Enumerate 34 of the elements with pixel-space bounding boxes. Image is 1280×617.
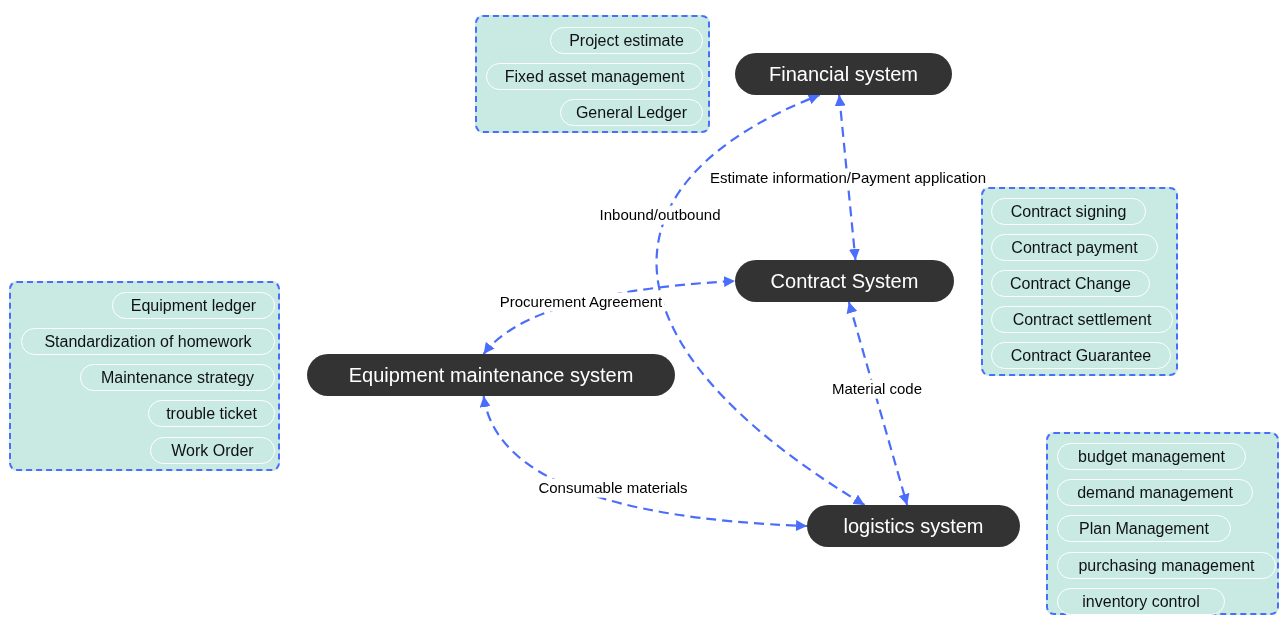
edge-label: Material code [830, 379, 924, 399]
topic-pill: demand management [1057, 479, 1253, 506]
topic-pill: Fixed asset management [486, 63, 703, 90]
group-panel [9, 281, 280, 471]
topic-pill: Contract settlement [991, 306, 1173, 333]
edge-label: Procurement Agreement [497, 292, 665, 312]
group-panel [981, 187, 1178, 376]
dashed-arrow [655, 94, 866, 506]
system-node: Contract System [735, 260, 954, 302]
topic-pill: trouble ticket [148, 400, 275, 427]
topic-pill: Project estimate [550, 27, 703, 54]
system-node: logistics system [807, 505, 1020, 547]
topic-pill: Contract signing [991, 198, 1146, 225]
edge-label: Inbound/outbound [597, 205, 723, 225]
topic-pill: Work Order [150, 437, 275, 464]
topic-pill: Contract Change [991, 270, 1150, 297]
topic-pill: purchasing management [1057, 552, 1276, 579]
edge-label: Consumable materials [536, 478, 690, 498]
topic-pill: Equipment ledger [112, 292, 275, 319]
group-panel [475, 15, 710, 133]
dashed-arrow [834, 94, 860, 261]
topic-pill: Standardization of homework [21, 328, 275, 355]
dashed-arrow [480, 395, 808, 531]
topic-pill: budget management [1057, 443, 1246, 470]
group-panel [1046, 432, 1279, 615]
system-node: Equipment maintenance system [307, 354, 675, 396]
topic-pill: Contract payment [991, 234, 1158, 261]
topic-pill: Plan Management [1057, 515, 1231, 542]
dashed-arrow [846, 301, 910, 506]
system-node: Financial system [735, 53, 952, 95]
topic-pill: Maintenance strategy [80, 364, 275, 391]
topic-pill: General Ledger [560, 99, 703, 126]
topic-pill: Contract Guarantee [991, 342, 1171, 369]
topic-pill: inventory control [1057, 588, 1225, 615]
